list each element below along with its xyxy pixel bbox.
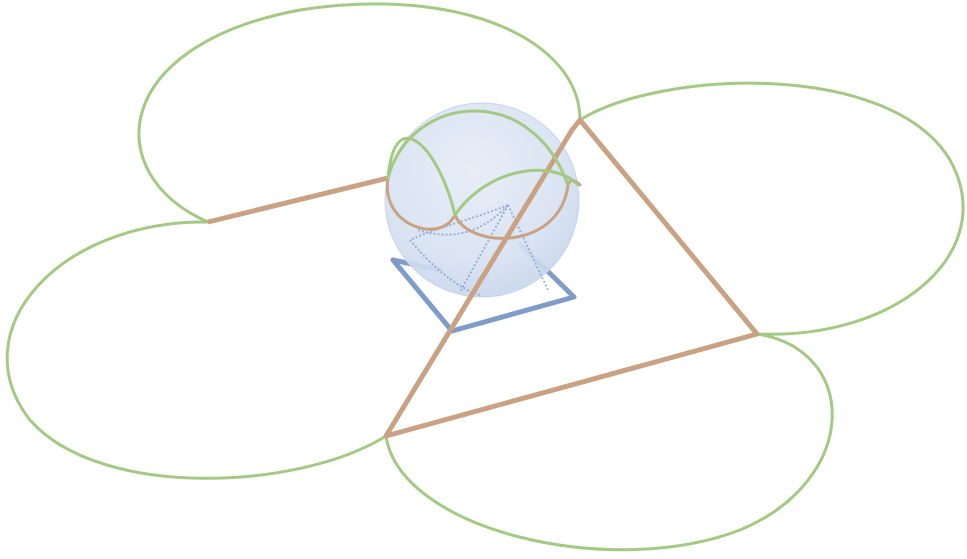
large-square (207, 117, 760, 439)
green-curve-right (453, 168, 580, 217)
green-curve-left (386, 136, 457, 217)
green-curve-top (386, 109, 570, 187)
lobe-top-left (137, 2, 582, 224)
inner-line-4 (409, 239, 481, 296)
lobe-bottom-left (5, 220, 388, 480)
inner-line-1 (459, 204, 509, 293)
lobe-top-right (578, 81, 965, 336)
sphere-inner-lines (409, 204, 549, 296)
green-lobes (5, 2, 965, 552)
lobe-bottom-right (384, 332, 834, 552)
sphere (384, 102, 580, 298)
large-square-outline (207, 117, 760, 439)
brown-curve (385, 176, 582, 240)
sphere-surface-curves (385, 109, 582, 240)
inner-line-3 (409, 204, 509, 241)
